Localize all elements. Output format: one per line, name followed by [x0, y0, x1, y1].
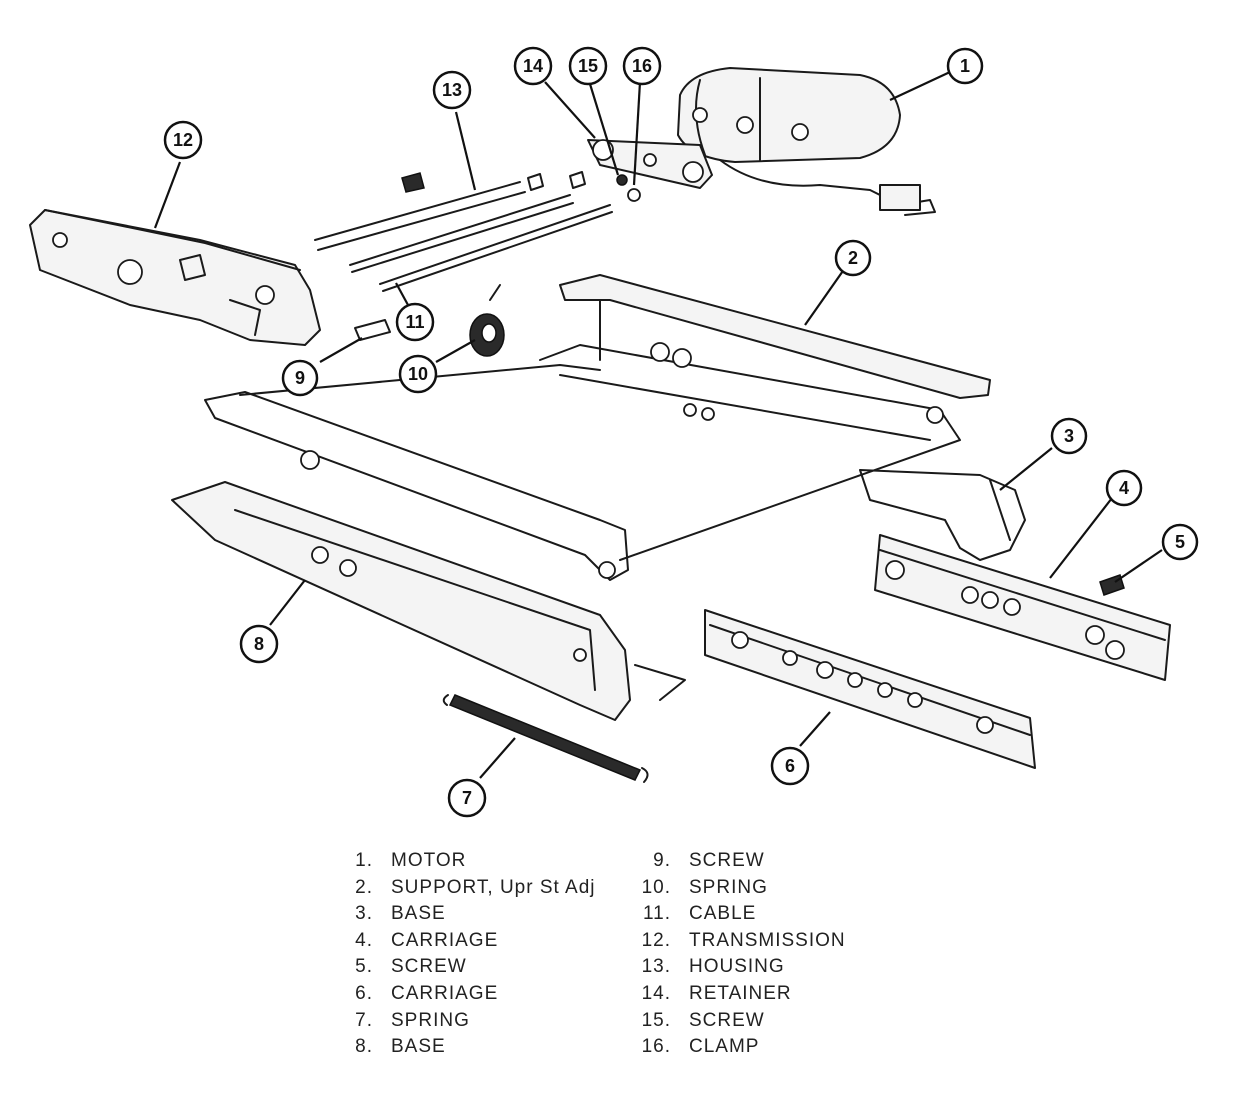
svg-text:7: 7 — [462, 788, 472, 808]
callout-1: 1 — [946, 47, 984, 85]
legend-item: 8. BASE — [328, 1034, 596, 1061]
part-spring-10 — [469, 284, 505, 357]
svg-text:16: 16 — [632, 56, 652, 76]
legend-number: 2. — [355, 876, 373, 898]
part-motor — [677, 67, 936, 216]
part-clamp — [627, 188, 641, 202]
part-screw-9 — [354, 319, 391, 341]
legend-label: SCREW — [689, 850, 765, 871]
svg-text:3: 3 — [1064, 426, 1074, 446]
part-base-8 — [171, 481, 686, 721]
legend-label: SUPPORT, Upr St Adj — [391, 876, 596, 898]
callout-13: 13 — [432, 70, 472, 110]
legend-item: 13. HOUSING — [626, 954, 846, 981]
legend-item: 1. MOTOR — [328, 848, 596, 875]
callout-10: 10 — [398, 354, 438, 394]
legend-item: 4. CARRIAGE — [328, 928, 596, 955]
callout-15: 15 — [568, 46, 608, 86]
svg-text:13: 13 — [442, 80, 462, 100]
callout-3: 3 — [1050, 417, 1088, 455]
part-spring-7 — [442, 694, 649, 783]
callout-14: 14 — [513, 46, 553, 86]
legend-label: CARRIAGE — [391, 982, 499, 1004]
part-carriage-6 — [704, 609, 1036, 769]
legend-item: 7. SPRING — [328, 1008, 596, 1035]
part-screw-15 — [616, 174, 628, 186]
part-retainer — [587, 139, 713, 189]
legend-number: 10. — [641, 876, 671, 898]
legend-item: 11. CABLE — [626, 901, 846, 928]
part-base-3 — [859, 469, 1026, 561]
part-transmission — [29, 209, 321, 346]
callout-16: 16 — [622, 46, 662, 86]
callout-2: 2 — [834, 239, 872, 277]
legend-item: 6. CARRIAGE — [328, 981, 596, 1008]
legend-label: SCREW — [391, 956, 467, 978]
legend-number: 13. — [641, 956, 671, 978]
legend-number: 14. — [641, 982, 671, 1004]
svg-text:12: 12 — [173, 130, 193, 150]
legend-item: 14. RETAINER — [626, 981, 846, 1008]
svg-text:6: 6 — [785, 756, 795, 776]
legend-number: 12. — [641, 929, 671, 951]
callout-9: 9 — [281, 359, 319, 397]
callout-8: 8 — [239, 624, 279, 664]
legend-label: BASE — [391, 903, 446, 925]
svg-text:11: 11 — [405, 312, 424, 332]
legend-label: HOUSING — [689, 956, 785, 978]
legend-label: CARRIAGE — [391, 929, 499, 951]
svg-text:14: 14 — [523, 56, 543, 76]
legend-column-left: 1. MOTOR 2. SUPPORT, Upr St Adj 3. BASE 4. C… — [328, 848, 596, 1061]
legend-item: 5. SCREW — [328, 954, 596, 981]
callout-7: 7 — [447, 778, 487, 818]
legend-number: 4. — [355, 929, 373, 951]
legend-number: 1. — [355, 850, 373, 871]
legend-label: SPRING — [391, 1009, 470, 1031]
leader-lines — [153, 71, 1163, 779]
exploded-parts-diagram: 1 2 3 4 5 6 7 8 9 10 11 12 — [29, 46, 1199, 818]
legend-item: 16. CLAMP — [626, 1034, 846, 1061]
legend-label: BASE — [391, 1036, 446, 1058]
legend-item: 2. SUPPORT, Upr St Adj — [328, 875, 596, 902]
legend-number: 5. — [355, 956, 373, 978]
legend-label: SPRING — [689, 876, 768, 898]
legend-number: 3. — [355, 903, 373, 925]
legend-item: 12. TRANSMISSION — [626, 928, 846, 955]
legend-number: 8. — [355, 1036, 373, 1058]
legend-number: 16. — [641, 1036, 671, 1058]
callout-11: 11 — [395, 302, 435, 342]
legend-label: TRANSMISSION — [689, 929, 846, 951]
legend-number: 7. — [355, 1009, 373, 1031]
legend-label: CLAMP — [689, 1036, 760, 1058]
part-support — [204, 274, 991, 581]
part-carriage-4 — [874, 534, 1171, 681]
legend-item: 15. SCREW — [626, 1008, 846, 1035]
legend-column-right: 9. SCREW 10. SPRING 11. CABLE 12. TRANSMISSI… — [626, 848, 846, 1061]
legend-label: SCREW — [689, 1009, 765, 1031]
legend-label: RETAINER — [689, 982, 792, 1004]
legend-item: 3. BASE — [328, 901, 596, 928]
callout-6: 6 — [770, 746, 810, 786]
legend-item: 9. SCREW — [626, 848, 846, 875]
callout-4: 4 — [1105, 469, 1143, 507]
part-housing — [314, 171, 613, 292]
callout-5: 5 — [1161, 523, 1199, 561]
svg-text:5: 5 — [1175, 532, 1185, 552]
legend-number: 15. — [641, 1009, 671, 1031]
legend-number: 11. — [642, 903, 671, 925]
svg-text:2: 2 — [848, 248, 858, 268]
svg-text:15: 15 — [578, 56, 598, 76]
svg-text:8: 8 — [254, 634, 264, 654]
legend-label: CABLE — [689, 903, 757, 925]
legend-item: 10. SPRING — [626, 875, 846, 902]
svg-text:10: 10 — [408, 364, 428, 384]
parts-legend: 1. MOTOR 2. SUPPORT, Upr St Adj 3. BASE 4. C… — [328, 848, 928, 1068]
svg-text:1: 1 — [960, 56, 970, 76]
svg-text:4: 4 — [1119, 478, 1129, 498]
legend-label: MOTOR — [391, 850, 467, 871]
svg-text:9: 9 — [295, 368, 305, 388]
legend-number: 6. — [355, 982, 373, 1004]
callout-12: 12 — [163, 120, 203, 160]
legend-number: 9. — [653, 850, 671, 871]
